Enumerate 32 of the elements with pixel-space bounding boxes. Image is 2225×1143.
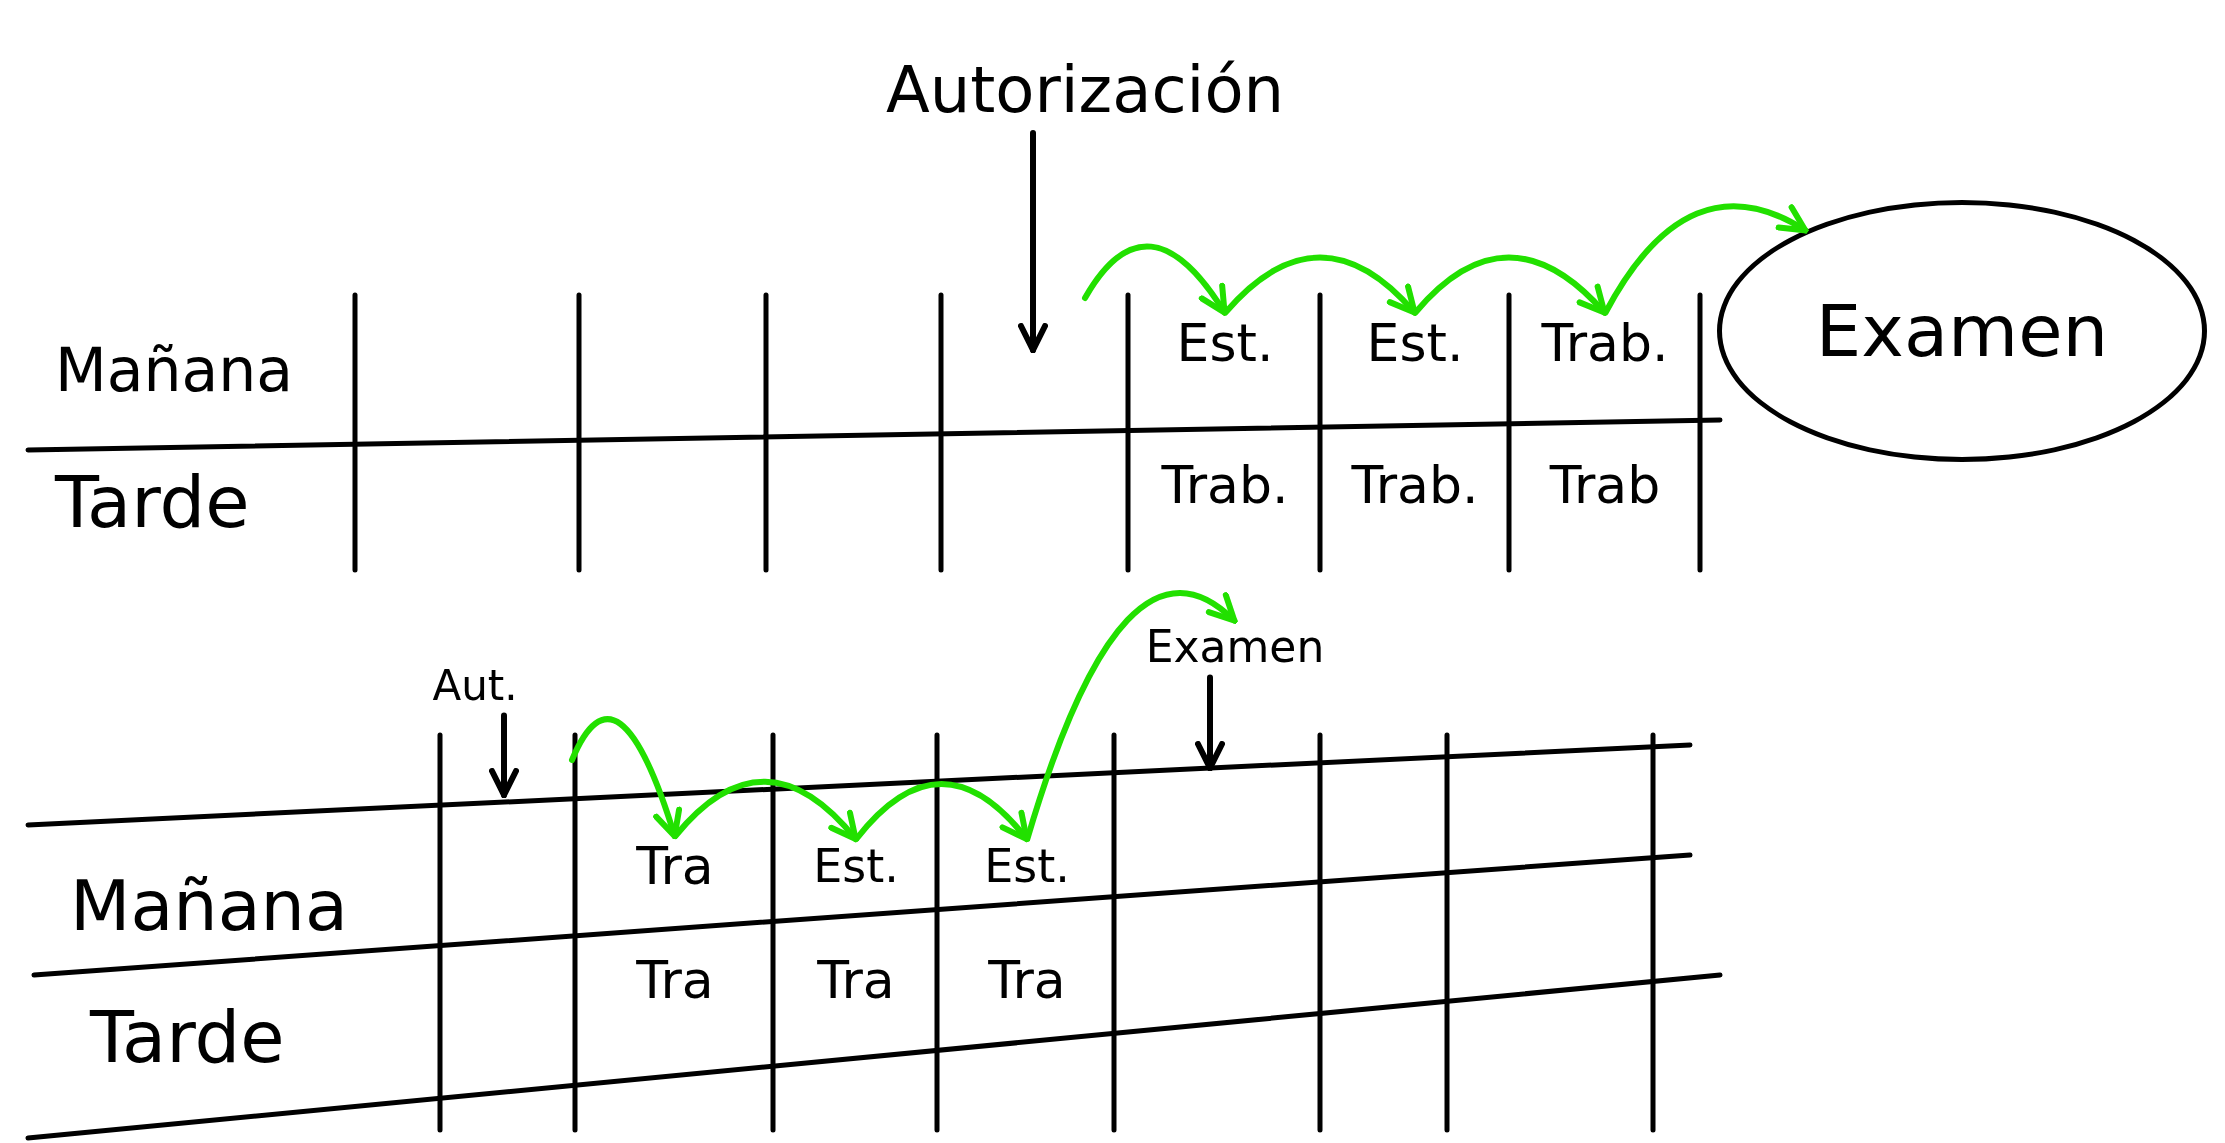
curved-arrow	[1082, 243, 1228, 316]
heading-text: Autorización	[885, 53, 1285, 127]
activity-label: Tra	[636, 836, 714, 896]
activity-label: Est.	[1366, 312, 1464, 373]
row-label: Mañana	[55, 335, 294, 405]
down-arrow	[1195, 674, 1225, 771]
curved-arrow	[1024, 589, 1238, 842]
down-arrow	[489, 712, 519, 798]
down-arrow	[1018, 130, 1048, 353]
activity-label: Trab.	[1351, 455, 1479, 515]
row-label: Mañana	[70, 865, 348, 947]
curved-arrow	[569, 716, 682, 839]
activity-label: Est.	[813, 839, 899, 893]
activity-label: Tra	[817, 950, 895, 1010]
row-label: Tarde	[90, 995, 285, 1079]
activity-label: Est.	[984, 839, 1070, 893]
curved-arrow	[672, 778, 859, 842]
exam-ellipse	[1717, 200, 2207, 462]
curved-arrow	[1222, 254, 1418, 316]
activity-label: Trab	[1549, 455, 1661, 515]
activity-label: Tra	[636, 950, 714, 1010]
curved-arrow	[853, 781, 1030, 842]
activity-label: Est.	[1176, 312, 1274, 373]
activity-label: Tra	[988, 950, 1066, 1010]
curved-arrow	[1412, 254, 1608, 316]
annotation-text: Aut.	[432, 660, 518, 710]
exam-label: Examen	[1815, 289, 2109, 373]
curved-arrow	[1602, 203, 1809, 316]
activity-label: Trab.	[1541, 312, 1669, 373]
activity-label: Trab.	[1161, 455, 1289, 515]
row-label: Tarde	[55, 460, 250, 544]
annotation-text: Examen	[1145, 620, 1325, 672]
